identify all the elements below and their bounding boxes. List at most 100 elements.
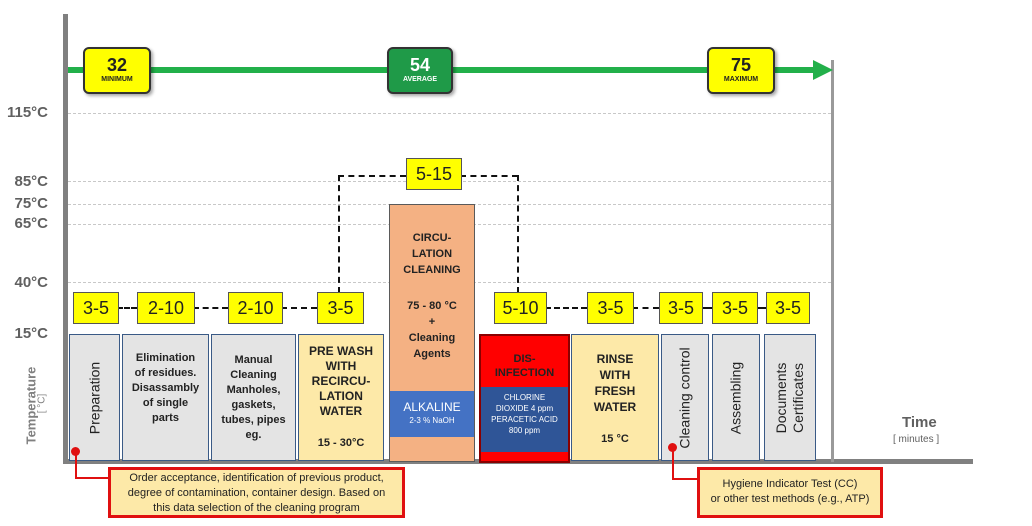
step-circulation-agents: Agents [413,348,451,360]
minimum-value: 32 [106,55,128,75]
step-circulation-line: CIRCU- [412,232,452,244]
maximum-value: 75 [730,55,752,75]
alkaline-label: ALKALINE [403,400,461,414]
duration-preparation: 3-5 [73,292,119,324]
duration-manual-cleaning: 2-10 [228,292,283,324]
duration-circulation: 5-15 [406,158,462,190]
disinfection-agent-line: DIOXIDE 4 ppm [495,404,554,413]
step-elimination-line: Disassambly [131,382,200,394]
minimum-label: MINIMUM [101,76,133,83]
step-rinse-line: FRESH [594,384,636,398]
step-rinse-temp: 15 °C [601,433,629,445]
disinfection-agent-line: 800 ppm [508,426,541,435]
duration-rinse: 3-5 [587,292,634,324]
average-time-box: 54 AVERAGE [387,47,453,94]
step-elimination-line: of residues. [134,367,197,379]
step-documents-label: Documents Certificates [773,362,807,433]
alkaline-sub: 2-3 % NaOH [409,416,455,425]
hygiene-note-line-text: Hygiene Indicator Test (CC) [722,478,858,490]
temp-label-15: 15°C [14,325,48,342]
step-cleaning-control: Cleaning control [661,334,709,461]
step-prewash: PRE WASH WITH RECIRCU- LATION WATER 15 -… [298,334,384,461]
connector [338,175,406,177]
step-manual-line: Manholes, [226,384,281,396]
step-elimination-line: Elimination [135,352,196,364]
step-assembling: Assembling [712,334,760,461]
order-note-line [75,477,108,479]
step-elimination: Elimination of residues. Disassambly of … [122,334,209,461]
step-circulation-line: LATION [411,248,453,260]
step-preparation: Preparation [69,334,120,461]
connector [281,307,317,309]
y-axis-unit: [ °C] [36,393,48,414]
step-prewash-line: PRE WASH [308,344,373,358]
duration-documents: 3-5 [766,292,810,324]
step-disinfection-line: DIS- [513,353,536,365]
connector [756,307,766,309]
step-circulation-agents: Cleaning [408,332,456,344]
disinfection-agent-line: PERACETIC ACID [491,415,558,424]
temp-label-85: 85°C [14,173,48,190]
maximum-label: MAXIMUM [723,76,759,83]
hygiene-note-line [672,478,697,480]
step-preparation-label: Preparation [86,361,102,434]
step-prewash-temp: 15 - 30°C [317,437,365,449]
temp-label-115: 115°C [6,104,48,121]
step-rinse-line: WATER [593,400,637,414]
duration-assembling: 3-5 [712,292,758,324]
order-note-line-text: Order acceptance, identification of prev… [129,472,384,484]
x-axis-unit: [ minutes ] [893,434,940,445]
order-note-line [75,452,77,478]
duration-prewash: 3-5 [317,292,364,324]
step-elimination-line: of single [142,397,189,409]
step-circulation-plus: + [428,316,436,328]
connector [193,307,228,309]
step-disinfection-line: INFECTION [494,367,555,379]
disinfection-agents-band: CHLORINE DIOXIDE 4 ppm PERACETIC ACID 80… [481,387,568,452]
connector [632,307,659,309]
temp-label-40: 40°C [14,274,48,291]
maximum-time-box: 75 MAXIMUM [707,47,775,94]
duration-elimination: 2-10 [137,292,195,324]
step-circulation-temp: 75 - 80 °C [407,300,457,312]
connector [517,175,519,293]
hygiene-note: Hygiene Indicator Test (CC) or other tes… [697,467,883,518]
average-label: AVERAGE [402,76,438,83]
disinfection-agent-line: CHLORINE [503,393,546,402]
step-prewash-line: WATER [319,404,363,418]
connector [338,175,340,293]
step-elimination-line: parts [152,412,179,424]
hygiene-note-line [672,448,674,479]
step-cleaning-control-label: Cleaning control [676,346,693,449]
minimum-time-box: 32 MINIMUM [83,47,151,94]
order-note-marker [71,447,80,456]
x-axis-title: Time [902,414,937,431]
order-note-line-text: degree of contamination, container desig… [127,487,386,499]
duration-disinfection: 5-10 [494,292,547,324]
connector [117,307,137,309]
y-axis [63,14,68,462]
temp-label-65: 65°C [14,215,48,232]
connector [460,175,518,177]
step-prewash-line: LATION [319,389,363,403]
duration-cleaning-control: 3-5 [659,292,703,324]
step-manual-line: Cleaning [230,369,277,381]
average-value: 54 [409,55,431,75]
alkaline-band: ALKALINE 2-3 % NaOH [390,391,474,437]
step-documents-line: Documents [773,362,789,433]
step-manual-line: eg. [245,429,262,441]
hygiene-note-marker [668,443,677,452]
end-line [831,60,834,462]
step-circulation-line: CLEANING [403,264,461,276]
hygiene-note-line-text: or other test methods (e.g., ATP) [710,493,870,505]
timeline-arrowhead [813,60,833,80]
step-manual-cleaning: Manual Cleaning Manholes, gaskets, tubes… [211,334,296,461]
step-assembling-label: Assembling [727,361,744,434]
step-circulation-cleaning: CIRCU- LATION CLEANING 75 - 80 °C + Clea… [389,204,475,462]
connector [545,307,587,309]
step-prewash-line: RECIRCU- [311,374,371,388]
order-note-line-text: this data selection of the cleaning prog… [153,502,360,514]
temp-label-75: 75°C [14,195,48,212]
gridline-115 [68,113,831,114]
step-rinse-line: WITH [599,368,631,382]
